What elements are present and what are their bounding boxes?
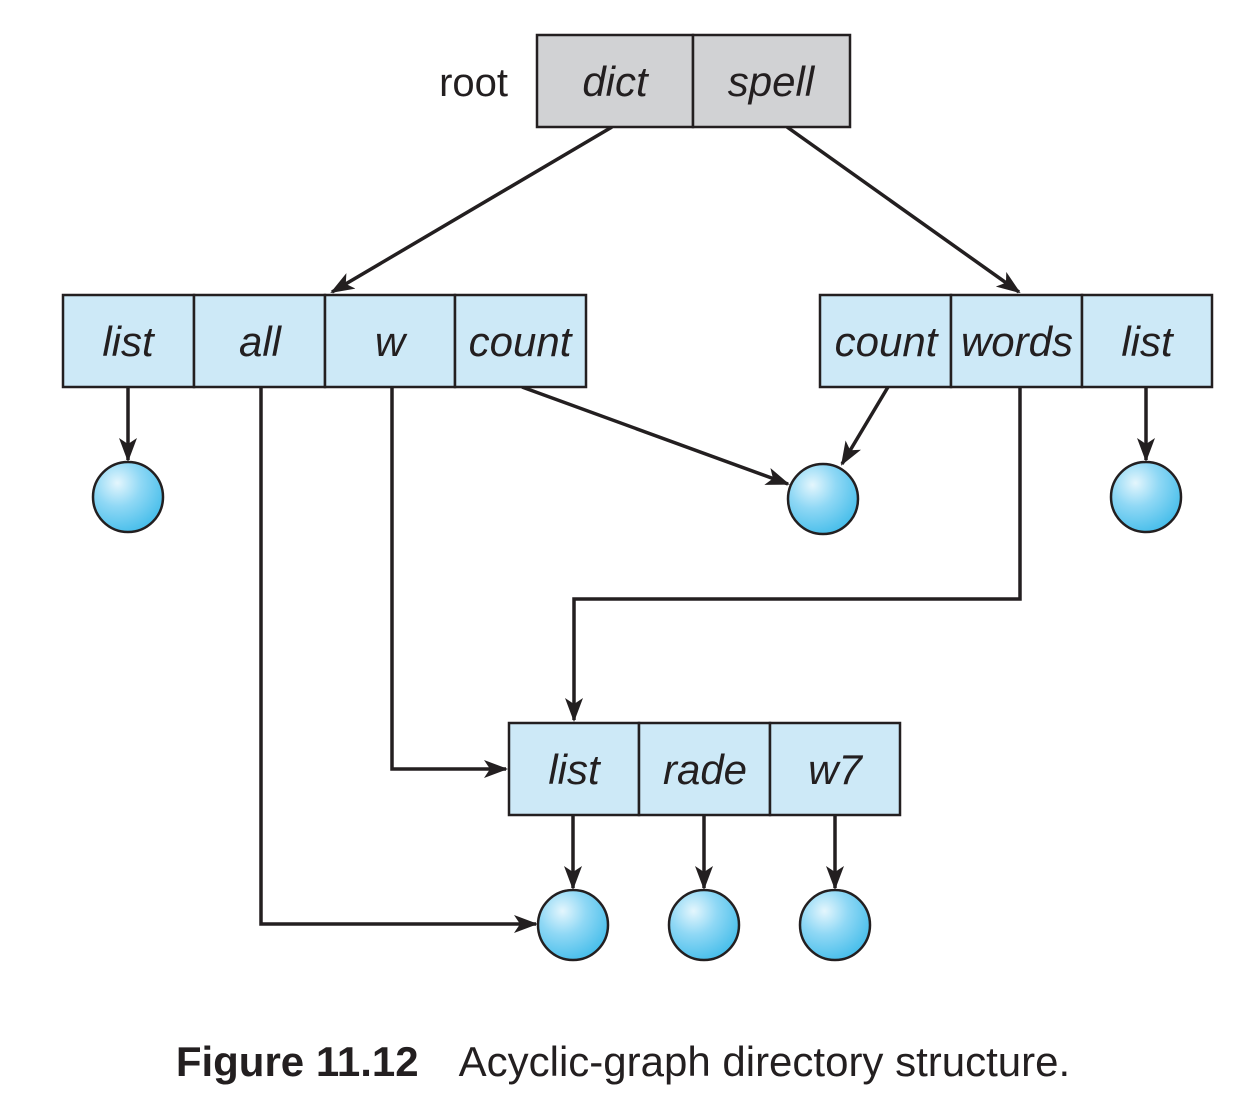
- figure-number: Figure 11.12: [175, 1038, 419, 1085]
- file-node-spell-list[interactable]: [1109, 460, 1183, 534]
- file-node-w7[interactable]: [798, 888, 872, 962]
- dict-cell-all[interactable]: all: [192, 293, 327, 389]
- dict-cell-count-label: count: [469, 318, 574, 365]
- root-cell-spell[interactable]: spell: [691, 33, 852, 129]
- edge-root-spell-to-spell-dir: [785, 125, 1021, 294]
- shared-cell-w7[interactable]: w7: [768, 721, 902, 817]
- figure-caption: Figure 11.12 Acyclic-graph directory stru…: [0, 1038, 1246, 1086]
- shared-cell-rade[interactable]: rade: [637, 721, 772, 817]
- file-node-shared-count[interactable]: [786, 462, 860, 536]
- root-cell-spell-label: spell: [728, 58, 816, 105]
- edge-root-dict-to-dict-dir: [330, 125, 613, 294]
- edge-spell-words-to-shared-dir: [565, 387, 1022, 722]
- spell-directory: count words list: [818, 293, 1214, 389]
- dict-cell-all-label: all: [239, 318, 283, 365]
- root-cell-dict-label: dict: [582, 58, 650, 105]
- edge-dict-all-to-shared-list-file: [259, 387, 538, 933]
- file-node-rade[interactable]: [667, 888, 741, 962]
- dict-cell-list[interactable]: list: [61, 293, 196, 389]
- shared-directory: list rade w7: [507, 721, 902, 817]
- dict-cell-w[interactable]: w: [323, 293, 457, 389]
- edge-spell-count-to-shared-count-file: [840, 386, 890, 466]
- dict-directory: list all w count: [61, 293, 588, 389]
- shared-cell-list-label: list: [548, 746, 602, 793]
- file-nodes: [91, 460, 1183, 962]
- spell-cell-count[interactable]: count: [818, 293, 953, 389]
- dict-cell-w-label: w: [375, 318, 408, 365]
- spell-cell-list[interactable]: list: [1080, 293, 1214, 389]
- dict-cell-count[interactable]: count: [453, 293, 588, 389]
- edge-dict-w-to-shared-dir: [390, 387, 508, 778]
- acyclic-graph-diagram: root dict spell list all w count: [61, 33, 1214, 962]
- spell-cell-list-label: list: [1121, 318, 1175, 365]
- root-label: root: [439, 61, 508, 105]
- dict-cell-list-label: list: [102, 318, 156, 365]
- spell-cell-words-label: words: [961, 318, 1073, 365]
- figure-caption-text: Acyclic-graph directory structure.: [458, 1038, 1071, 1085]
- spell-cell-words[interactable]: words: [949, 293, 1084, 389]
- file-node-dict-list[interactable]: [91, 460, 165, 534]
- shared-cell-w7-label: w7: [808, 746, 863, 793]
- spell-cell-count-label: count: [835, 318, 940, 365]
- root-directory: dict spell: [535, 33, 852, 129]
- shared-cell-rade-label: rade: [663, 746, 747, 793]
- edges: [119, 125, 1155, 933]
- shared-cell-list[interactable]: list: [507, 721, 641, 817]
- edge-dict-count-to-shared-count-file: [521, 385, 790, 486]
- file-node-shared-list[interactable]: [536, 888, 610, 962]
- root-cell-dict[interactable]: dict: [535, 33, 695, 129]
